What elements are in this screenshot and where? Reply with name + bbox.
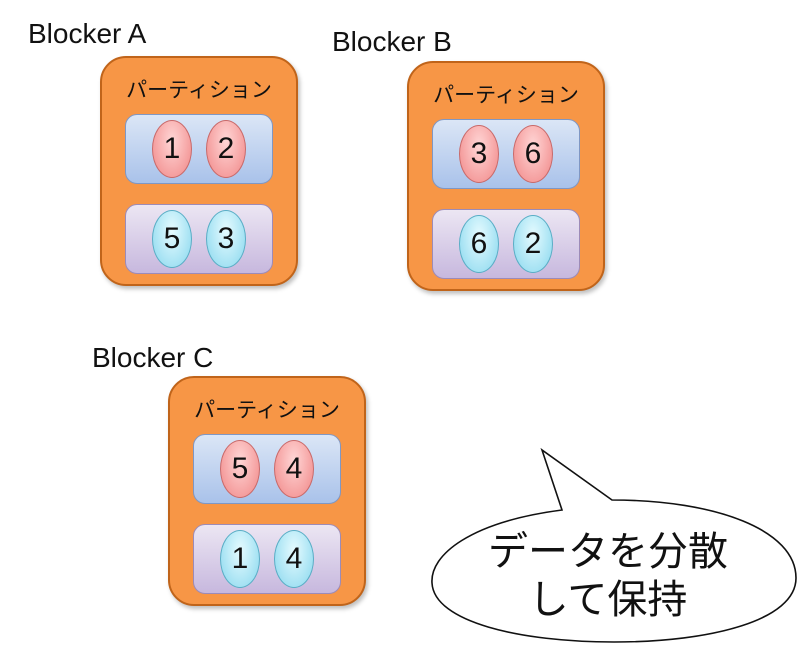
data-item-red: 4: [274, 440, 314, 498]
blocker-b-top-row: 3 6: [432, 119, 580, 189]
blocker-c-title: Blocker C: [92, 342, 214, 373]
blocker-b: パーティション 3 6 6 2: [407, 61, 605, 291]
data-item-red: 3: [459, 125, 499, 183]
data-item-cyan: 3: [206, 210, 246, 268]
blocker-a-bottom-row: 5 3: [125, 204, 273, 274]
blocker-a-partition-label: パーティション: [126, 79, 272, 102]
blocker-a-top-row: 1 2: [125, 114, 273, 184]
data-item-cyan: 1: [220, 530, 260, 588]
data-item-cyan: 5: [152, 210, 192, 268]
callout-line-2: して保持: [528, 578, 688, 622]
blocker-c-bottom-row: 1 4: [193, 524, 341, 594]
blocker-a-title: Blocker A: [28, 18, 147, 49]
blocker-b-bottom-row: 6 2: [432, 209, 580, 279]
blocker-b-title: Blocker B: [332, 26, 452, 57]
data-item-red: 6: [513, 125, 553, 183]
speech-bubble-shape: [431, 447, 797, 643]
blocker-c-top-row: 5 4: [193, 434, 341, 504]
blocker-a: パーティション 1 2 5 3: [100, 56, 298, 286]
data-item-red: 5: [220, 440, 260, 498]
data-item-red: 1: [152, 120, 192, 178]
data-item-cyan: 6: [459, 215, 499, 273]
blocker-c: パーティション 5 4 1 4: [168, 376, 366, 606]
callout-text: データを分散 して保持: [478, 528, 738, 624]
blocker-c-partition-label: パーティション: [194, 399, 340, 422]
data-item-cyan: 4: [274, 530, 314, 588]
data-item-red: 2: [206, 120, 246, 178]
data-item-cyan: 2: [513, 215, 553, 273]
callout-line-1: データを分散: [488, 530, 728, 574]
blocker-b-partition-label: パーティション: [433, 84, 579, 107]
